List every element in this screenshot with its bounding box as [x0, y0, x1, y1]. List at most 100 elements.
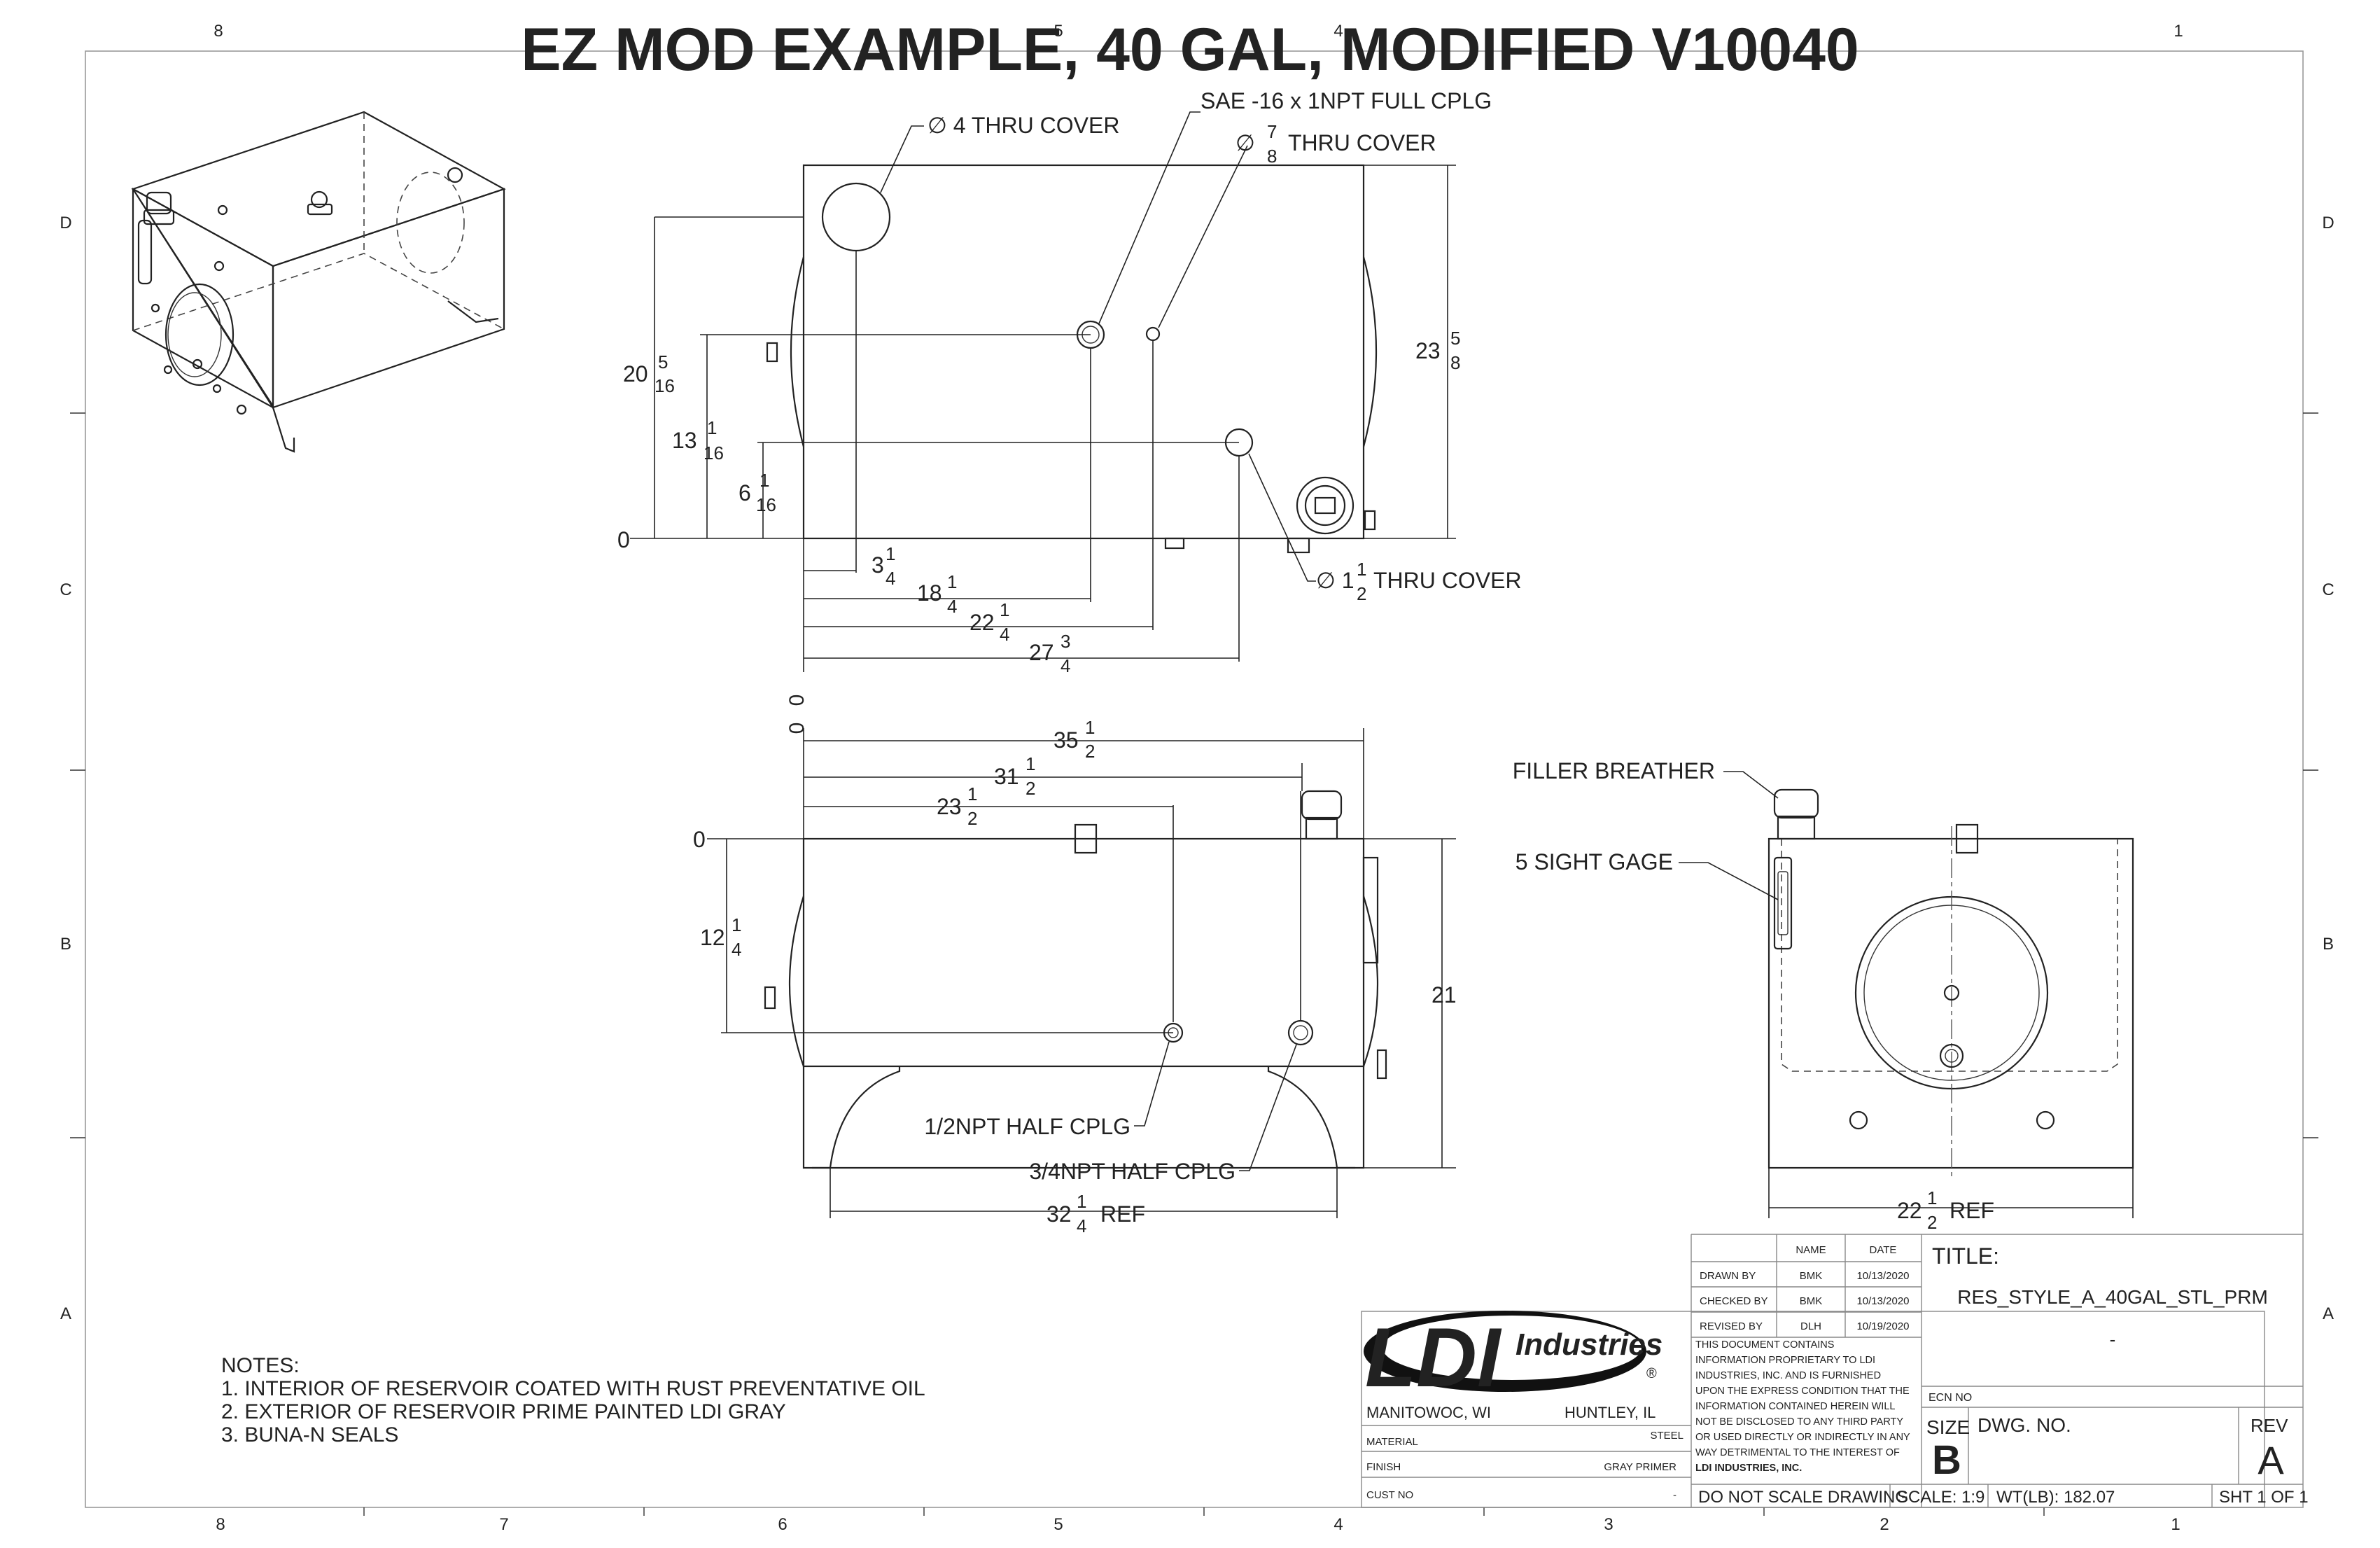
dim-35-den: 2	[1085, 741, 1095, 762]
size-value: B	[1932, 1437, 1961, 1483]
note-3: 3. BUNA-N SEALS	[221, 1423, 398, 1446]
zone-col-bottom-5: 5	[1054, 1515, 1063, 1534]
zone-col-bottom-6: 6	[778, 1515, 787, 1534]
zone-row-right-c: C	[2322, 580, 2334, 599]
zone-col-bottom-7: 7	[499, 1515, 508, 1534]
proprietary-line-5: INFORMATION CONTAINED HEREIN WILL	[1695, 1401, 1895, 1412]
zone-col-bottom-2: 2	[1879, 1515, 1889, 1534]
proprietary-line-1: THIS DOCUMENT CONTAINS	[1695, 1339, 1834, 1351]
ecn-label: ECN NO	[1928, 1392, 1972, 1404]
dim-23-den: 8	[1450, 352, 1460, 373]
logo-industries: Industries	[1516, 1327, 1662, 1362]
loc-manitowoc: MANITOWOC, WI	[1366, 1404, 1491, 1421]
zero-marks: 0 0	[785, 695, 808, 734]
proprietary-line-8: WAY DETRIMENTAL TO THE INTEREST OF	[1695, 1447, 1900, 1458]
dim-22r-suffix: REF	[1949, 1198, 1994, 1223]
dim-6-whole: 6	[738, 480, 751, 505]
logo-reg: ®	[1646, 1366, 1657, 1381]
callout-hole-78-den: 8	[1267, 146, 1277, 167]
zone-col-top-4: 4	[1334, 22, 1343, 41]
zone-row-left-a: A	[60, 1304, 71, 1323]
dim-22r-den: 2	[1927, 1212, 1937, 1233]
callout-hole-112-prefix: ∅ 1	[1316, 568, 1354, 593]
dim-6-den: 16	[756, 494, 776, 515]
dim-12-den: 4	[732, 939, 741, 960]
sheet-frame: 8 5 4 1 8 7 6 5 4 3 2 1 D C B A D C B A	[59, 22, 2334, 1534]
dim-18-whole: 18	[917, 580, 942, 606]
callout-filler-breather: FILLER BREATHER	[1513, 758, 1715, 783]
proprietary-line-6: NOT BE DISCLOSED TO ANY THIRD PARTY	[1695, 1416, 1903, 1428]
dim-20-den: 16	[654, 375, 675, 396]
callout-hole-78-num: 7	[1267, 121, 1277, 142]
dim-13-whole: 13	[672, 428, 697, 453]
dim-zero-front: 0	[693, 827, 706, 852]
callout-half-npt: 1/2NPT HALF CPLG	[924, 1114, 1130, 1139]
revised-label: REVISED BY	[1700, 1320, 1763, 1332]
callout-sae-cplg: SAE -16 x 1NPT FULL CPLG	[1200, 88, 1492, 113]
hdr-date: DATE	[1870, 1244, 1897, 1256]
dim-20-whole: 20	[623, 361, 648, 386]
zone-row-right-a: A	[2323, 1304, 2334, 1323]
dim-32-whole: 32	[1046, 1201, 1072, 1227]
callout-threequarter-npt: 3/4NPT HALF CPLG	[1029, 1159, 1236, 1184]
filler-breather-front	[1301, 790, 1343, 840]
dim-12-whole: 12	[700, 925, 725, 950]
callout-hole-112-den: 2	[1357, 583, 1366, 604]
title-value: RES_STYLE_A_40GAL_STL_PRM	[1957, 1286, 2268, 1308]
zero-mark-b: 0	[785, 723, 808, 734]
dim-22-den: 4	[1000, 624, 1009, 645]
title-dash: -	[2110, 1329, 2116, 1350]
callout-hole-112-suffix: THRU COVER	[1373, 568, 1522, 593]
callout-sight-gage: 5 SIGHT GAGE	[1516, 849, 1673, 874]
cust-value: -	[1673, 1489, 1676, 1501]
drawn-date: 10/13/2020	[1856, 1270, 1909, 1282]
dim-32-den: 4	[1077, 1215, 1086, 1236]
material-value: STEEL	[1650, 1430, 1684, 1442]
proprietary-line-9: LDI INDUSTRIES, INC.	[1695, 1463, 1802, 1474]
sheet-number: SHT 1 OF 1	[2219, 1488, 2309, 1507]
do-not-scale: DO NOT SCALE DRAWING	[1698, 1488, 1908, 1507]
hdr-name: NAME	[1795, 1244, 1826, 1256]
proprietary-line-7: OR USED DIRECTLY OR INDIRECTLY IN ANY	[1695, 1432, 1910, 1443]
weight: WT(LB): 182.07	[1996, 1488, 2115, 1507]
dim-35-num: 1	[1085, 717, 1095, 738]
hole-4-thru	[821, 182, 891, 252]
zone-row-left-c: C	[59, 580, 71, 599]
zone-col-bottom-1: 1	[2171, 1515, 2180, 1534]
checked-name: BMK	[1800, 1295, 1823, 1307]
proprietary-line-2: INFORMATION PROPRIETARY TO LDI	[1695, 1355, 1875, 1366]
proprietary-line-3: INDUSTRIES, INC. AND IS FURNISHED	[1695, 1370, 1881, 1381]
callout-hole-78-prefix: ∅	[1236, 130, 1255, 155]
zone-col-bottom-4: 4	[1334, 1515, 1343, 1534]
checked-date: 10/13/2020	[1856, 1295, 1909, 1307]
dwg-label: DWG. NO.	[1977, 1414, 2071, 1436]
title-label: TITLE:	[1932, 1243, 1999, 1269]
dim-23h-whole: 23	[937, 794, 962, 819]
revised-date: 10/19/2020	[1856, 1320, 1909, 1332]
dim-13-num: 1	[707, 417, 717, 438]
dim-3-den: 4	[886, 568, 895, 589]
zone-row-left-b: B	[60, 935, 71, 954]
dim-32-num: 1	[1077, 1191, 1086, 1212]
dim-32-suffix: REF	[1100, 1201, 1145, 1227]
ldi-logo: LDI Industries ®	[1364, 1311, 1662, 1404]
dim-23h-num: 1	[967, 783, 977, 804]
zone-col-bottom-3: 3	[1604, 1515, 1613, 1534]
finish-value: GRAY PRIMER	[1604, 1461, 1676, 1473]
drawn-name: BMK	[1800, 1270, 1823, 1282]
dim-zero-top: 0	[617, 527, 630, 552]
dim-6-num: 1	[760, 470, 769, 491]
scale: SCALE: 1:9	[1897, 1488, 1984, 1507]
drawing-title: EZ MOD EXAMPLE, 40 GAL, MODIFIED V10040	[521, 16, 1859, 83]
loc-huntley: HUNTLEY, IL	[1564, 1404, 1656, 1421]
dim-31-num: 1	[1026, 753, 1035, 774]
zone-row-left-d: D	[59, 214, 71, 232]
rev-label: REV	[2250, 1415, 2288, 1436]
dim-23h-den: 2	[967, 808, 977, 829]
zone-col-top-8: 8	[214, 22, 223, 41]
top-view: ∅ 4 THRU COVER SAE -16 x 1NPT FULL CPLG …	[617, 88, 1522, 734]
notes-heading: NOTES:	[221, 1354, 300, 1377]
cust-label: CUST NO	[1366, 1489, 1413, 1501]
dim-31-whole: 31	[994, 764, 1019, 789]
dim-22r-num: 1	[1927, 1187, 1937, 1208]
